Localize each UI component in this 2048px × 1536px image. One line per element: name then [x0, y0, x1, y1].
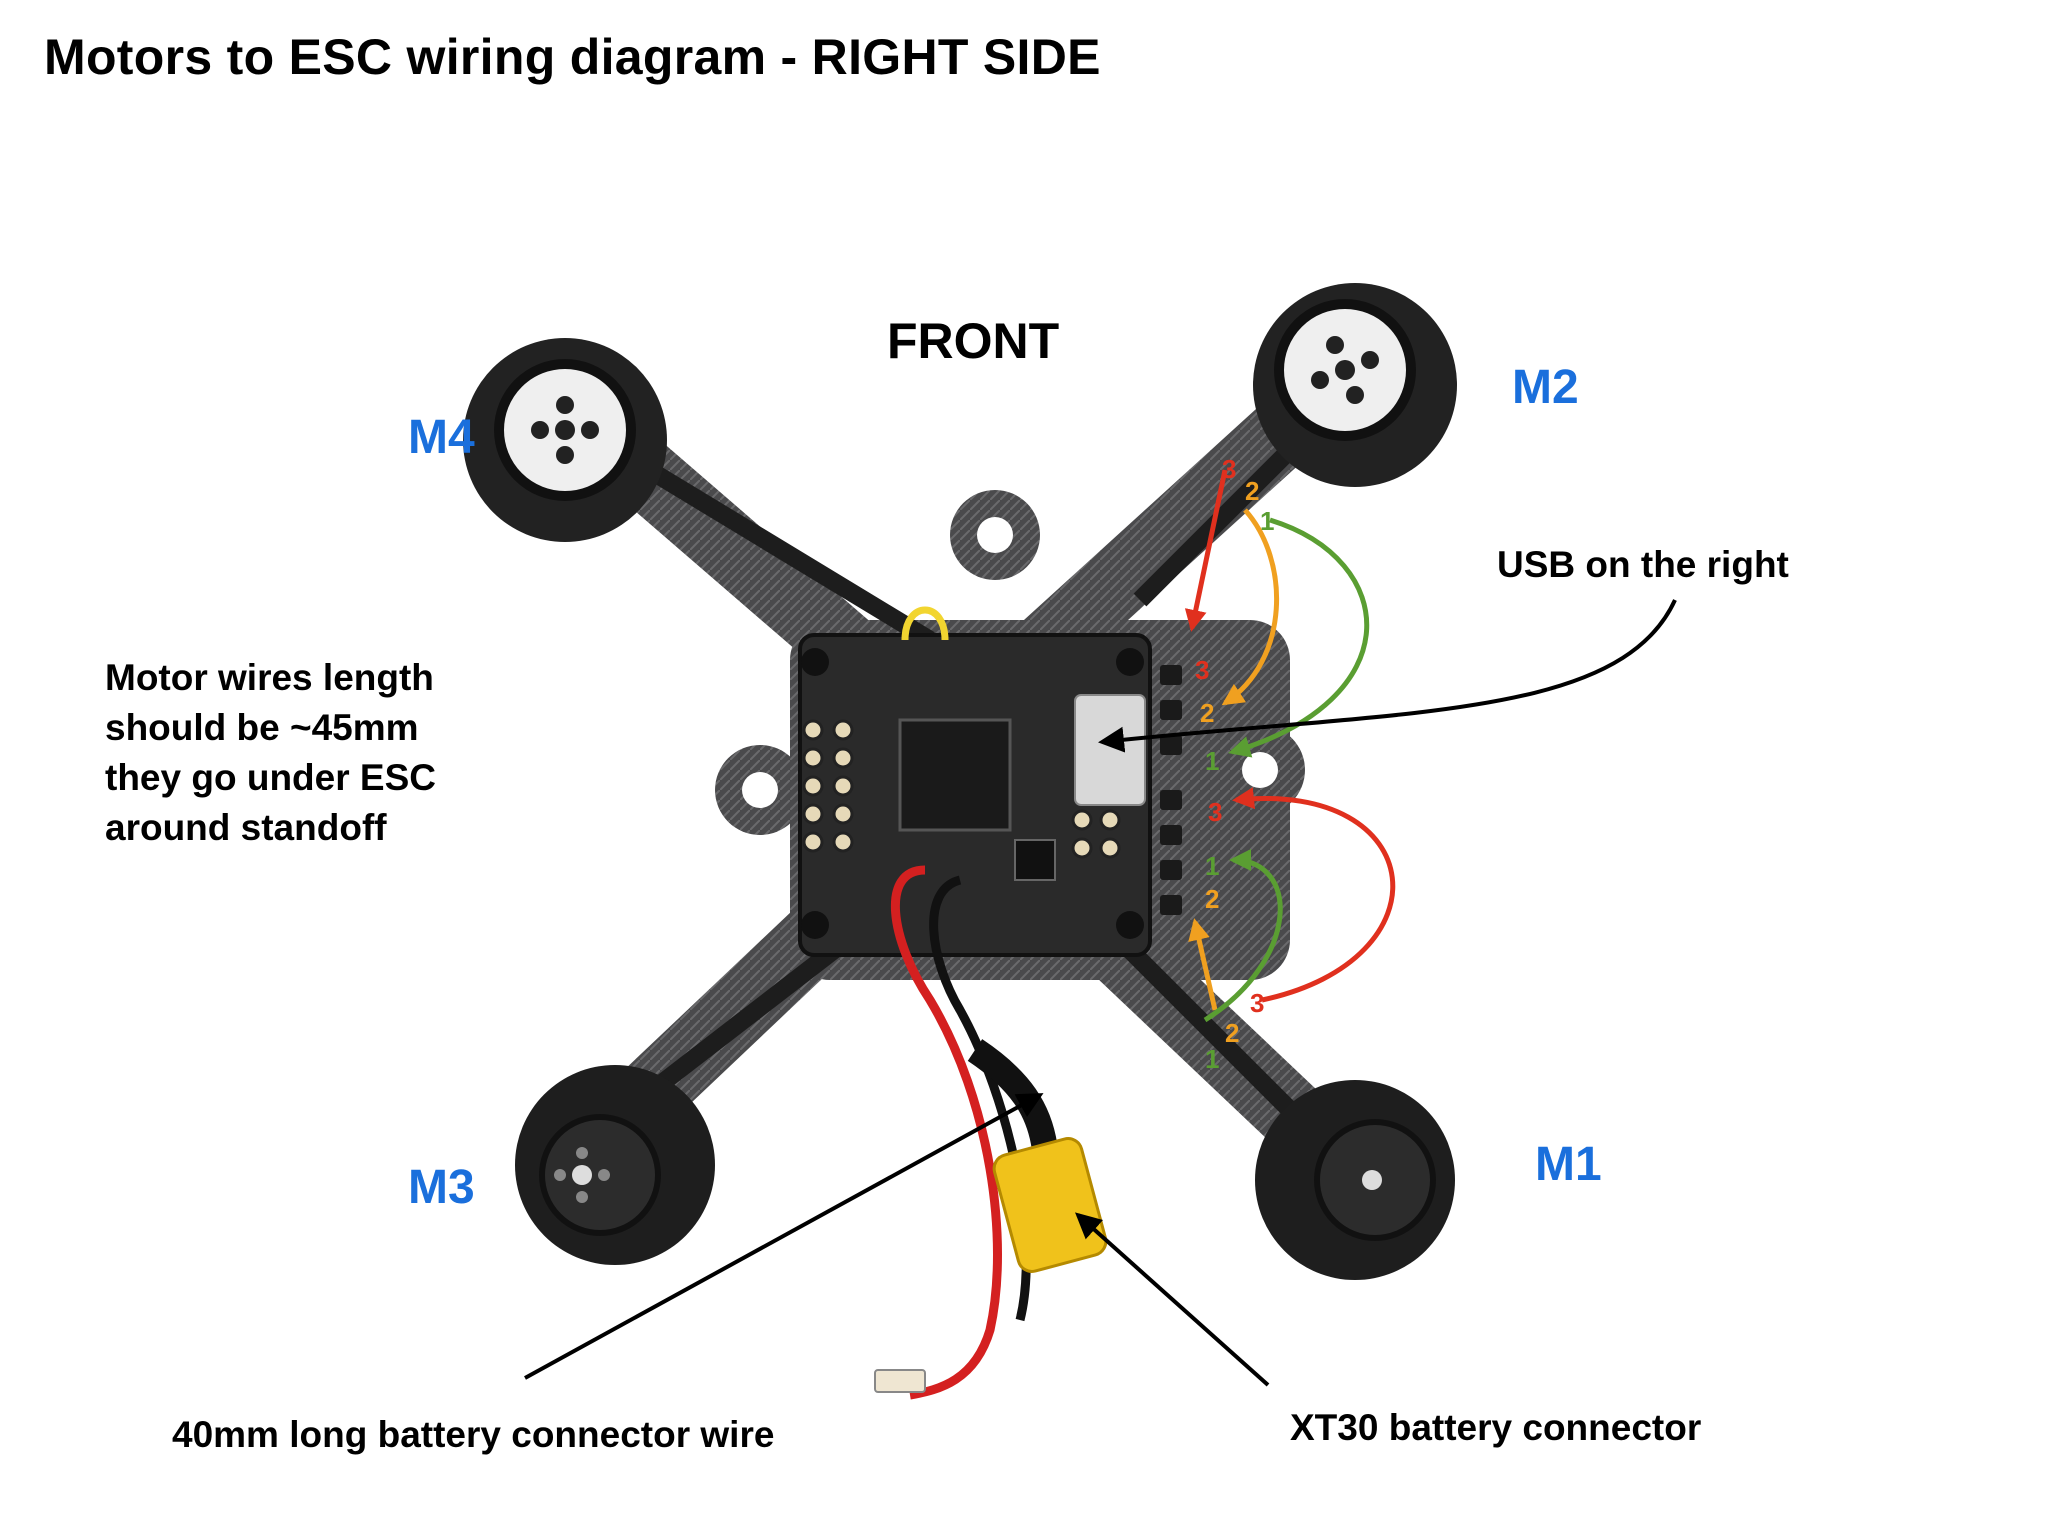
m2-wire-2: 2 [1245, 476, 1259, 506]
xt30-annotation: XT30 battery connector [1290, 1403, 1701, 1453]
front-label: FRONT [887, 313, 1059, 369]
motor-wires-annotation: Motor wires length should be ~45mm they … [105, 653, 436, 853]
motor-label-m4: M4 [408, 411, 475, 464]
m1-wire-2: 2 [1225, 1018, 1239, 1048]
esc-pad-1b: 1 [1205, 851, 1219, 881]
battery-wire-text: 40mm long battery connector wire [172, 1414, 775, 1455]
m1-wire-3: 3 [1250, 988, 1264, 1018]
motor-label-m1: M1 [1535, 1138, 1602, 1191]
esc-pad-3b: 3 [1208, 797, 1222, 827]
motor-m4 [463, 338, 667, 542]
esc-pad-2b: 2 [1205, 884, 1219, 914]
usb-annotation-text: USB on the right [1497, 544, 1789, 585]
motor-wires-line-3: they go under ESC [105, 757, 436, 798]
esc-pad-1a: 1 [1205, 746, 1219, 776]
motor-label-m3: M3 [408, 1161, 475, 1214]
battery-wire-annotation: 40mm long battery connector wire [172, 1410, 774, 1460]
m2-wire-1: 1 [1260, 506, 1274, 536]
motor-m1 [1255, 1080, 1455, 1280]
esc-board [798, 606, 1182, 957]
m1-wire-1: 1 [1205, 1044, 1219, 1074]
motor-label-m2: M2 [1512, 361, 1579, 414]
page-title: Motors to ESC wiring diagram - RIGHT SID… [44, 29, 1101, 85]
xt30-text: XT30 battery connector [1290, 1407, 1702, 1448]
xt30-connector [992, 1137, 1108, 1273]
esc-pad-3a: 3 [1195, 655, 1209, 685]
motor-wires-line-2: should be ~45mm [105, 707, 419, 748]
annotation-arrows [524, 599, 1677, 1387]
motor-wires-line-1: Motor wires length [105, 657, 434, 698]
m2-wire-3: 3 [1222, 454, 1236, 484]
motor-wires-line-4: around standoff [105, 807, 387, 848]
usb-annotation: USB on the right [1497, 540, 1789, 590]
motor-m3 [515, 1065, 715, 1265]
motor-m2 [1253, 283, 1457, 487]
esc-pad-2a: 2 [1200, 698, 1214, 728]
usb-port [1074, 694, 1146, 806]
